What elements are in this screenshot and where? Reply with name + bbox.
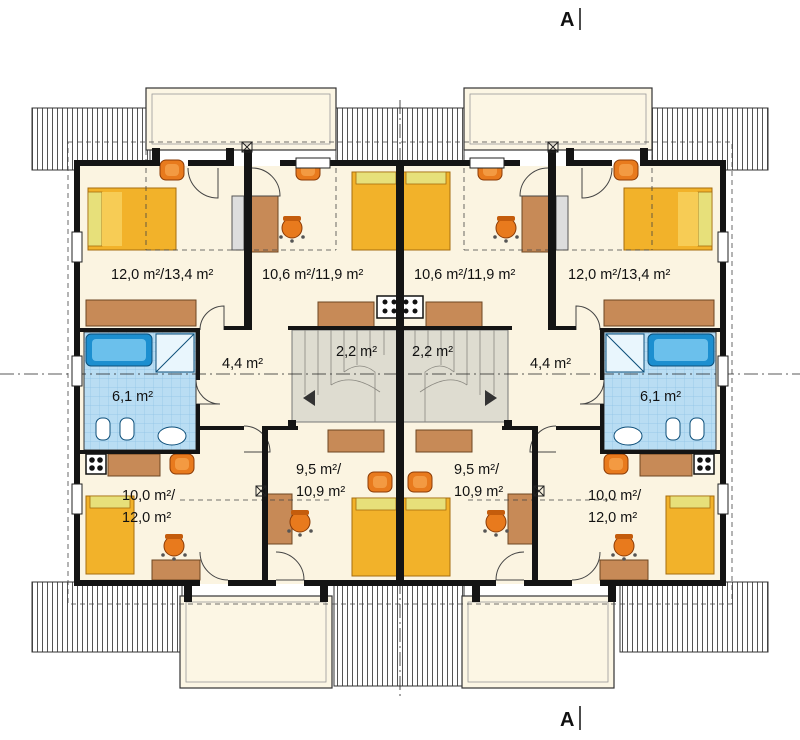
area-bedroom-ne: 12,0 m²/13,4 m² [568,267,671,283]
vent-markers [241,141,559,497]
roof-eaves [31,107,769,687]
area-hall-left: 4,4 m² [222,356,263,372]
svg-text:A: A [560,9,574,31]
area-bathroom-right: 6,1 m² [640,389,681,405]
area-bedroom-s-left-1: 9,5 m²/ [296,462,342,478]
area-bedroom-n-left: 10,6 m²/11,9 m² [262,267,363,283]
area-bedroom-s-right-1: 9,5 m²/ [454,462,500,478]
area-hall-right: 4,4 m² [530,356,571,372]
windows [71,157,729,515]
svg-text:A: A [560,709,574,731]
area-bedroom-se-2: 12,0 m² [588,510,637,526]
room-labels: 12,0 m²/13,4 m² 10,6 m²/11,9 m² 10,6 m²/… [111,267,681,526]
area-bedroom-se-1: 10,0 m²/ [588,488,642,504]
area-bedroom-sw-1: 10,0 m²/ [122,488,176,504]
area-bedroom-nw: 12,0 m²/13,4 m² [111,267,214,283]
area-bathroom-left: 6,1 m² [112,389,153,405]
section-marker-bottom: A [560,706,581,731]
area-bedroom-n-right: 10,6 m²/11,9 m² [414,267,515,283]
area-bedroom-s-left-2: 10,9 m² [296,484,345,500]
furniture [85,195,715,581]
bathrooms [83,331,717,451]
staircases [291,329,509,423]
area-bedroom-sw-2: 12,0 m² [122,510,171,526]
door-swings [187,167,613,581]
area-stair-right: 2,2 m² [412,344,453,360]
balconies [145,87,653,689]
section-marker-top: A [560,8,581,31]
area-bedroom-s-right-2: 10,9 m² [454,484,503,500]
area-stair-left: 2,2 m² [336,344,377,360]
